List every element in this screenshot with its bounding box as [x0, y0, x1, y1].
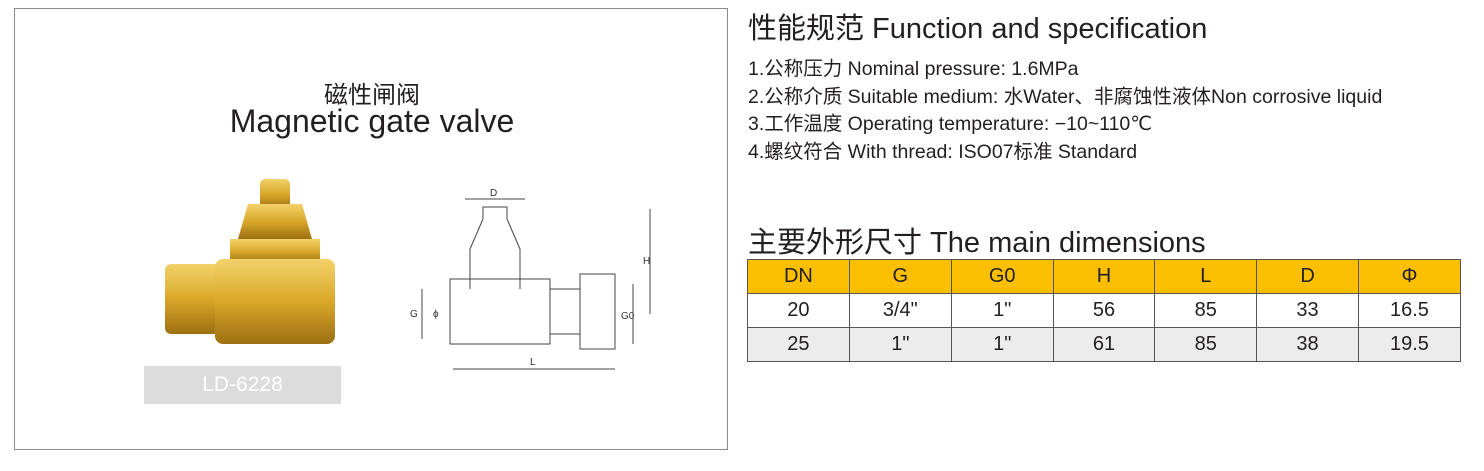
column-header: G	[848, 259, 952, 294]
column-header: H	[1052, 259, 1156, 294]
table-cell: 16.5	[1357, 293, 1462, 328]
spec-heading: 性能规范 Function and specification	[748, 13, 1208, 45]
spec-item: 1.公称压力 Nominal pressure: 1.6MPa	[748, 58, 1079, 80]
table-row: 20 3/4" 1" 56 85 33 16.5	[747, 293, 1462, 328]
model-label: LD-6228	[144, 366, 341, 404]
table-cell: 1"	[950, 293, 1054, 328]
column-header: DN	[747, 259, 850, 294]
table-cell: 85	[1154, 293, 1258, 328]
table-cell: 3/4"	[848, 293, 952, 328]
table-cell: 1"	[950, 327, 1054, 362]
svg-text:G0: G0	[621, 311, 635, 322]
svg-text:G: G	[410, 309, 418, 320]
table-row: 25 1" 1" 61 85 38 19.5	[747, 327, 1462, 362]
spec-item: 3.工作温度 Operating temperature: −10~110℃	[748, 113, 1153, 135]
table-cell: 56	[1052, 293, 1156, 328]
product-title-en: Magnetic gate valve	[229, 103, 515, 139]
column-header: G0	[950, 259, 1054, 294]
table-cell: 1"	[848, 327, 952, 362]
product-panel: 磁性闸阀 Magnetic gate valve D H G ϕ G0 L LD…	[14, 8, 728, 450]
table-cell: 20	[747, 293, 850, 328]
table-cell: 19.5	[1357, 327, 1462, 362]
table-cell: 25	[747, 327, 850, 362]
product-title-cn: 磁性闸阀	[324, 81, 420, 109]
valve-technical-drawing: D H G ϕ G0 L	[410, 188, 651, 370]
spec-item: 2.公称介质 Suitable medium: 水Water、非腐蚀性液体Non…	[748, 86, 1383, 108]
column-header: L	[1154, 259, 1258, 294]
table-cell: 33	[1256, 293, 1359, 328]
column-header: D	[1256, 259, 1359, 294]
svg-text:H: H	[643, 256, 650, 267]
valve-photo	[165, 179, 335, 344]
dimensions-table: DN G G0 H L D Φ 20 3/4" 1" 56 85 33 16.5…	[747, 259, 1462, 362]
table-cell: 38	[1256, 327, 1359, 362]
table-cell: 85	[1154, 327, 1258, 362]
spec-item: 4.螺纹符合 With thread: ISO07标准 Standard	[748, 141, 1138, 163]
table-header-row: DN G G0 H L D Φ	[747, 259, 1462, 294]
svg-text:D: D	[490, 188, 497, 199]
column-header: Φ	[1357, 259, 1462, 294]
svg-text:ϕ: ϕ	[433, 309, 439, 320]
table-cell: 61	[1052, 327, 1156, 362]
dimensions-heading: 主要外形尺寸 The main dimensions	[748, 227, 1206, 259]
svg-text:L: L	[530, 357, 536, 368]
